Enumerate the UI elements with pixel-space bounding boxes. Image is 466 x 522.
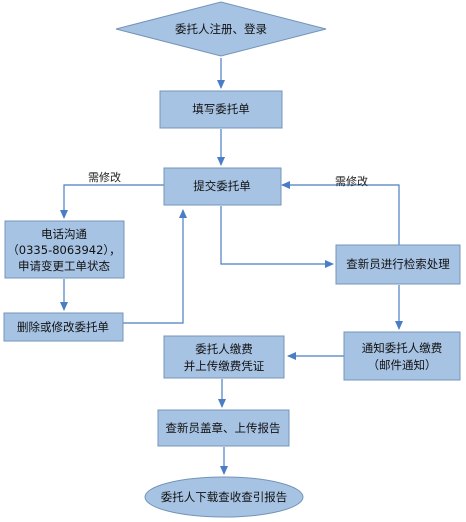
- node-phone-contact-line1: 电话沟通: [41, 227, 87, 241]
- node-search-process: 查新员进行检索处理: [335, 244, 461, 285]
- node-submit-form-label: 提交委托单: [193, 179, 251, 193]
- node-search-process-label: 查新员进行检索处理: [346, 257, 450, 271]
- node-fill-form-label: 填写委托单: [192, 102, 250, 116]
- node-phone-contact-line2: （0335-8063942），: [7, 243, 120, 257]
- node-notify-payment: 通知委托人缴费 （邮件通知）: [343, 331, 461, 381]
- node-fill-form: 填写委托单: [159, 90, 283, 129]
- node-phone-contact-line3: 申请变更工单状态: [18, 259, 110, 273]
- node-notify-payment-line2: （邮件通知）: [368, 358, 437, 372]
- node-pay-upload-line2: 并上传缴费凭证: [184, 359, 265, 373]
- node-notify-payment-line1: 通知委托人缴费: [362, 341, 443, 355]
- edge-label-modify-right: 需修改: [335, 174, 368, 188]
- node-phone-contact: 电话沟通 （0335-8063942）， 申请变更工单状态: [4, 220, 125, 279]
- edge-label-modify-left: 需修改: [88, 170, 121, 184]
- edge-delete-to-submit: [123, 209, 187, 324]
- node-submit-form: 提交委托单: [163, 167, 282, 206]
- node-pay-upload: 委托人缴费 并上传缴费凭证: [163, 335, 285, 379]
- node-register-login: 委托人注册、登录: [115, 1, 327, 57]
- edge-submit-to-phone: [60, 184, 164, 219]
- node-register-login-label: 委托人注册、登录: [175, 22, 267, 36]
- node-download-report: 委托人下载查收查引报告: [144, 476, 304, 518]
- node-delete-modify-label: 删除或修改委托单: [17, 320, 109, 334]
- edge-submit-to-process: [220, 206, 334, 268]
- node-download-report-label: 委托人下载查收查引报告: [161, 490, 288, 504]
- node-stamp-upload: 查新员盖章、上传报告: [157, 409, 290, 447]
- node-stamp-upload-label: 查新员盖章、上传报告: [166, 421, 281, 435]
- edge-process-to-submit: [281, 181, 400, 245]
- node-delete-modify: 删除或修改委托单: [3, 312, 124, 342]
- node-pay-upload-line1: 委托人缴费: [195, 342, 253, 356]
